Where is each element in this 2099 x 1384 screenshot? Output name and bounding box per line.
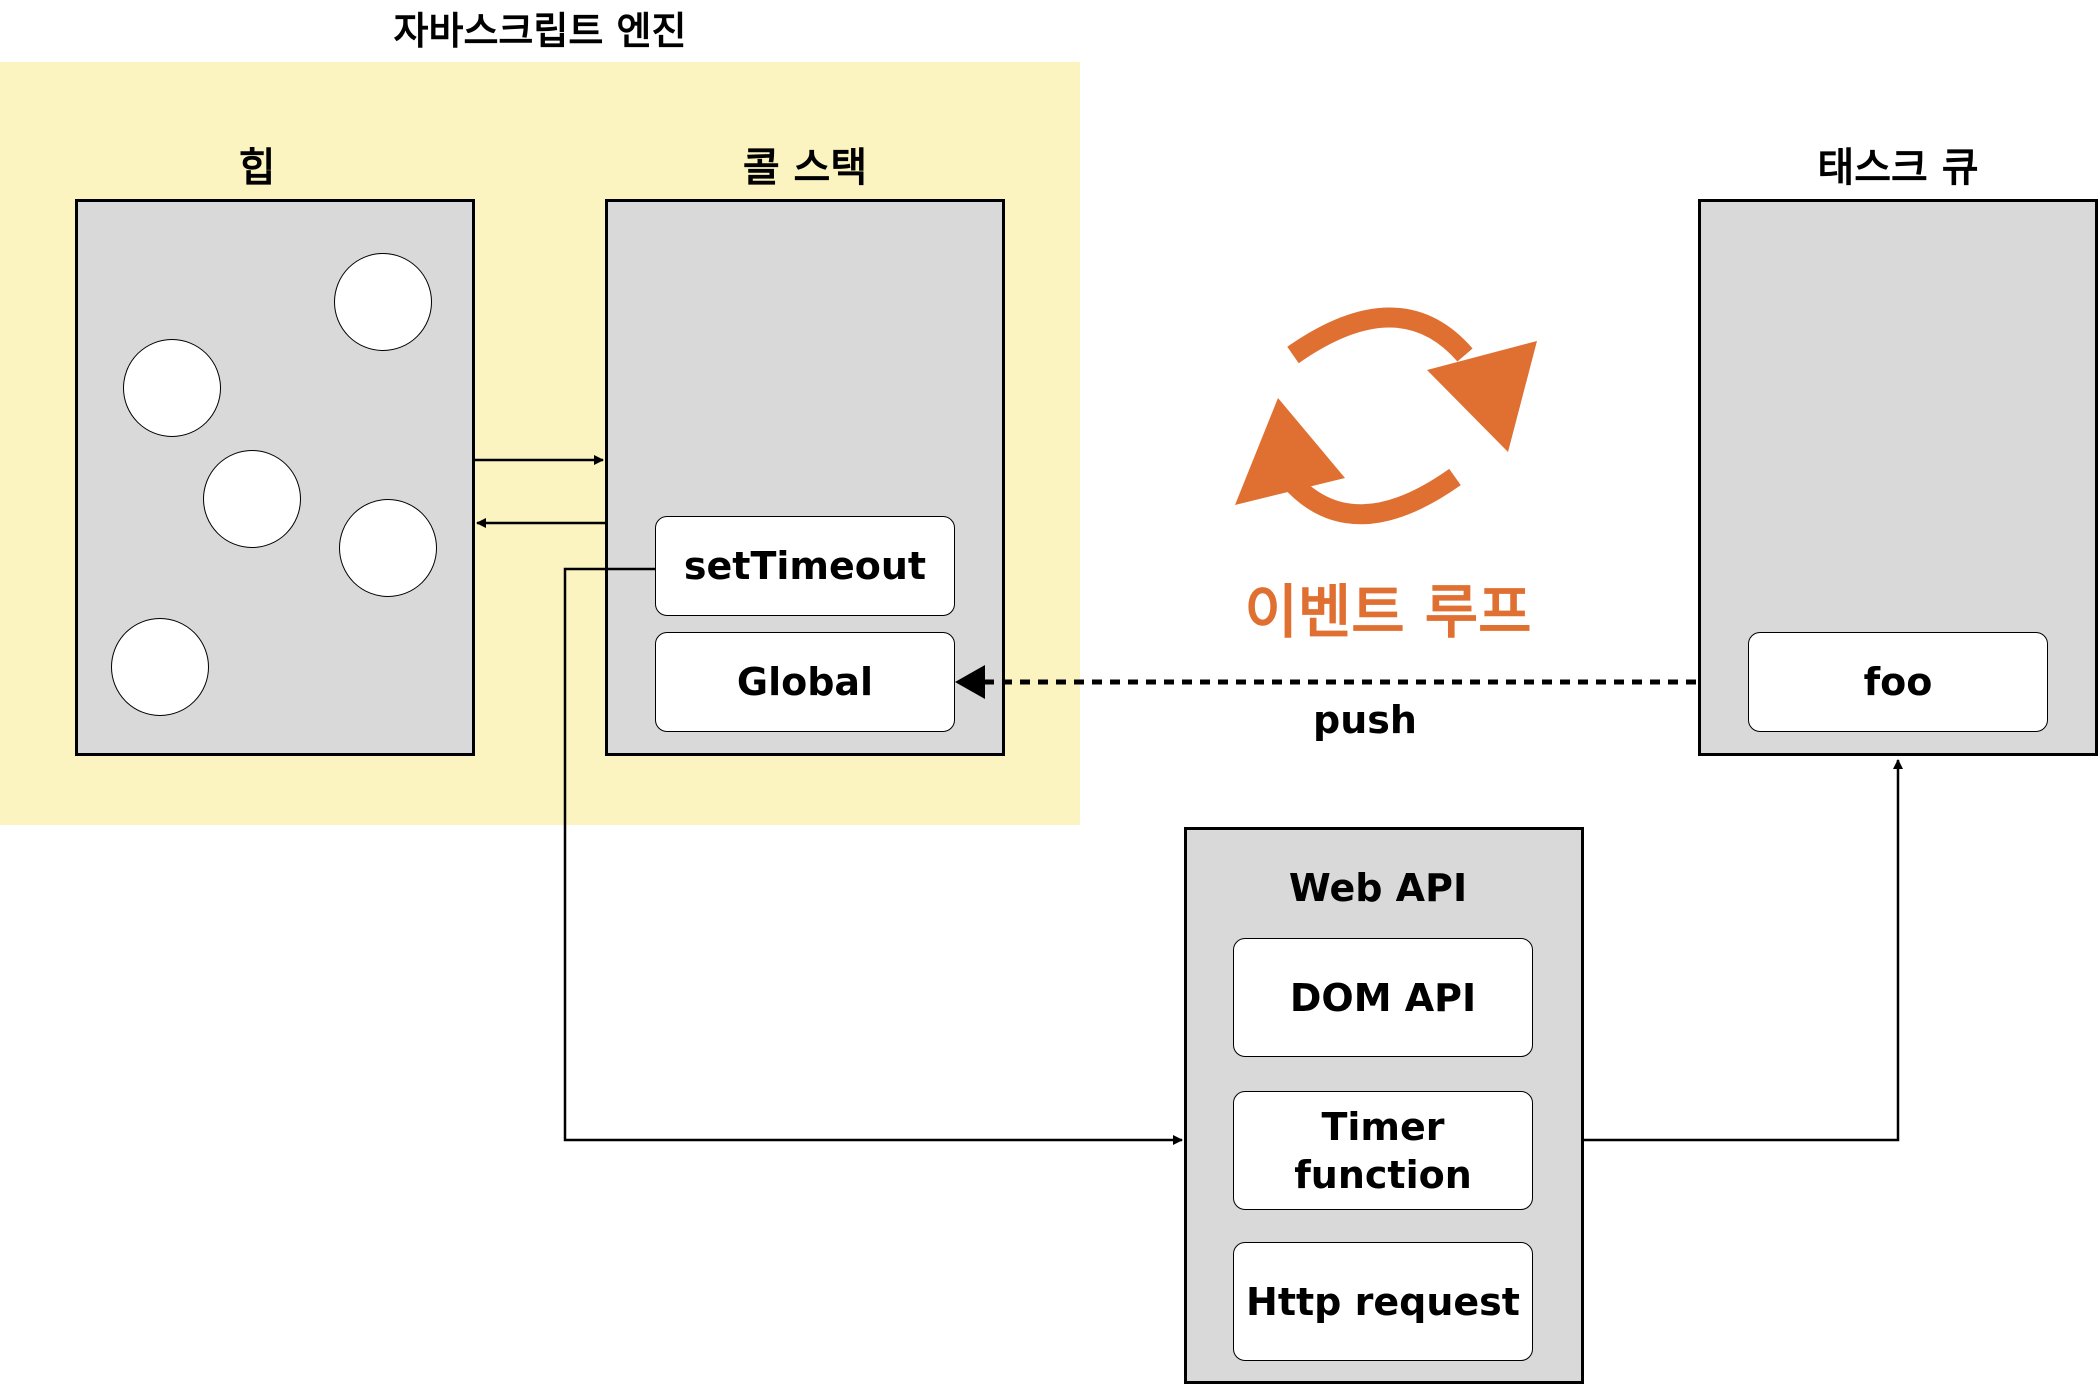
heap-object (123, 339, 221, 437)
web-api-http-request: Http request (1233, 1242, 1533, 1361)
push-label: push (1313, 698, 1417, 742)
js-engine-title: 자바스크립트 엔진 (393, 9, 687, 53)
web-api-timer-function: Timer function (1233, 1091, 1533, 1210)
webapi-to-taskqueue-arrow (1584, 759, 1903, 1142)
push-arrowhead (955, 665, 985, 699)
heap-title: 힙 (238, 145, 276, 191)
web-api-dom-api: DOM API (1233, 938, 1533, 1057)
task-queue-item-foo: foo (1748, 632, 2048, 732)
task-queue-title: 태스크 큐 (1817, 145, 1979, 191)
heap-object (334, 253, 432, 351)
stack-frame-settimeout: setTimeout (655, 516, 955, 616)
stack-frame-global: Global (655, 632, 955, 732)
call-stack-title: 콜 스택 (742, 145, 868, 191)
heap-object (111, 618, 209, 716)
settimeout-to-webapi-arrow (563, 567, 1183, 1145)
event-loop-icon (1235, 307, 1537, 525)
web-api-title: Web API (1288, 866, 1468, 910)
heap-object (203, 450, 301, 548)
heap-object (339, 499, 437, 597)
event-loop-label: 이벤트 루프 (1244, 578, 1532, 646)
